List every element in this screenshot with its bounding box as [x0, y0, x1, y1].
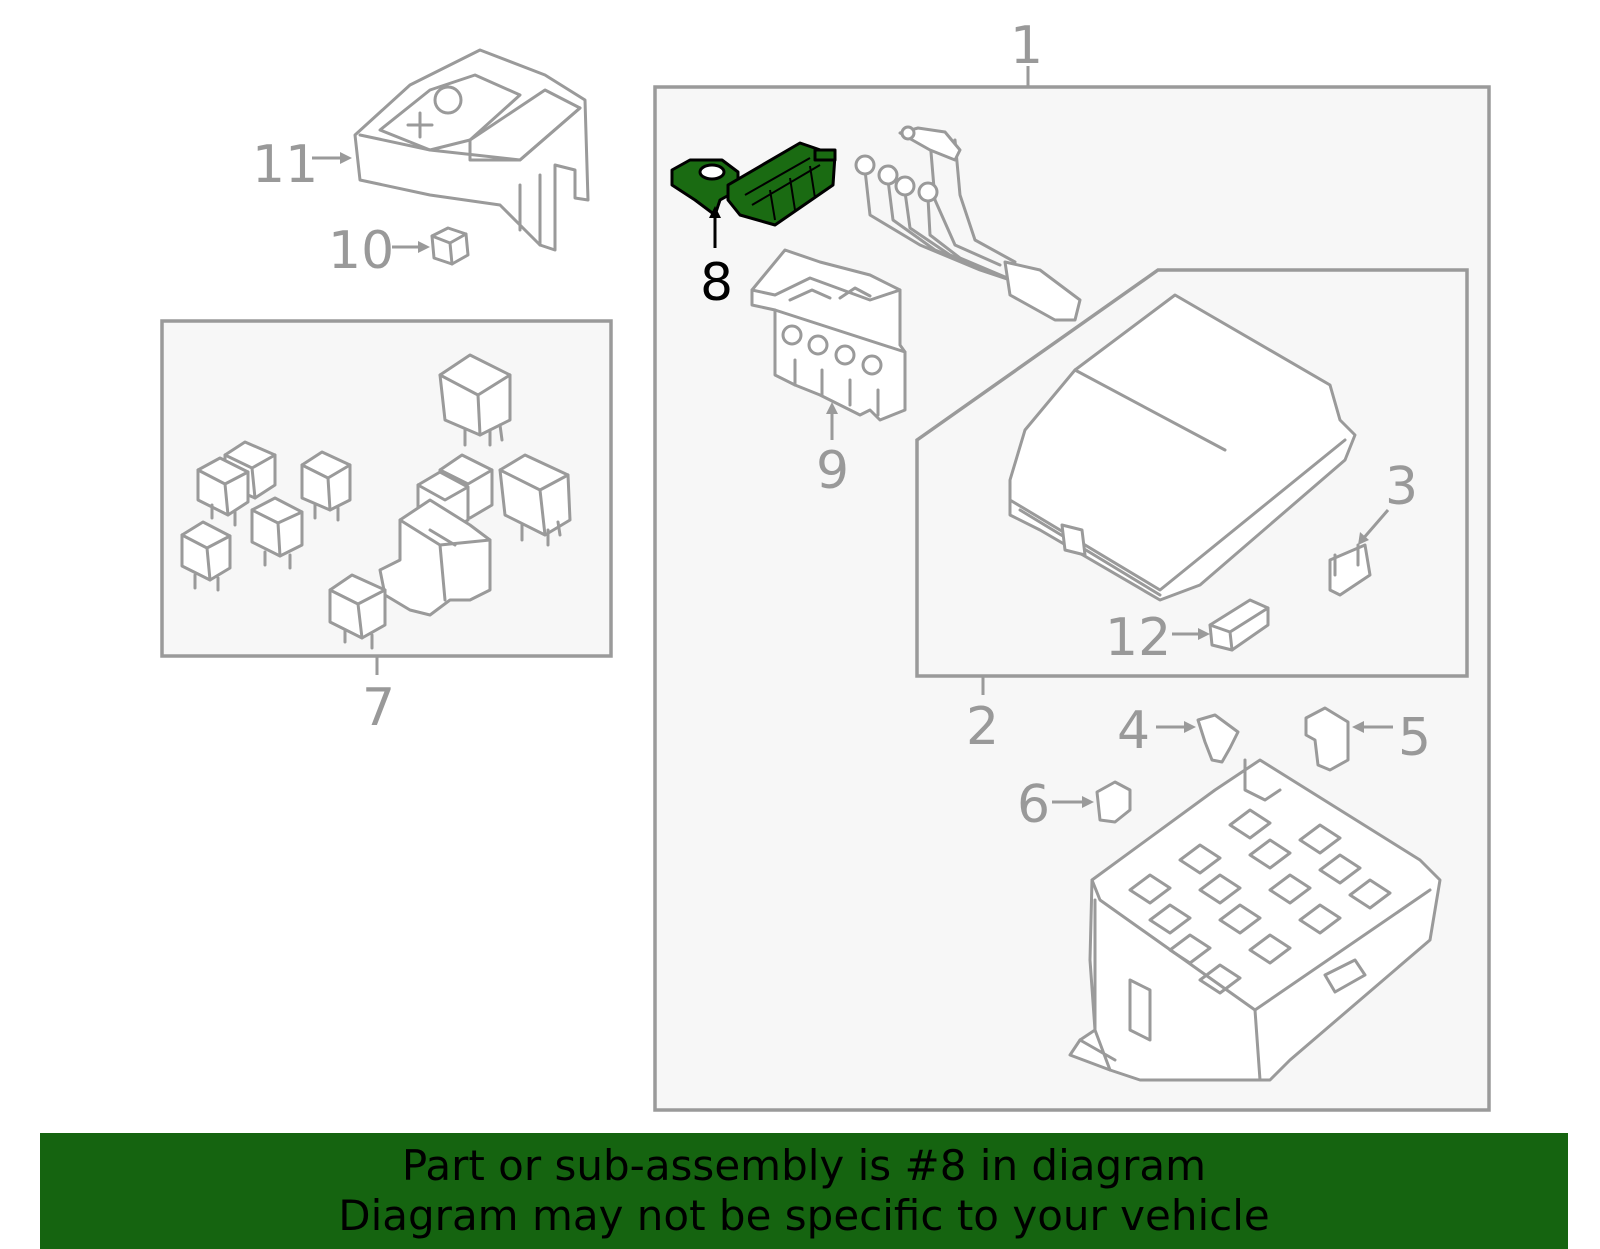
callout-8: 8	[700, 253, 733, 313]
callout-12: 12	[1105, 608, 1171, 668]
callout-5: 5	[1398, 708, 1431, 768]
part-10-nut	[430, 226, 470, 266]
fuse-box-body	[1068, 758, 1442, 1082]
callout-11: 11	[252, 135, 318, 195]
arrow-3	[1358, 532, 1369, 545]
arrow-4	[1184, 721, 1196, 733]
callout-10: 10	[328, 221, 394, 281]
leader-3	[1360, 509, 1390, 541]
relay-group	[180, 353, 572, 650]
info-banner: Part or sub-assembly is #8 in diagram Di…	[40, 1133, 1568, 1249]
part-9-junction-block	[750, 248, 907, 422]
part-5-clip	[1304, 706, 1350, 772]
callout-7: 7	[362, 678, 395, 738]
arrow-10	[418, 241, 430, 253]
arrow-9	[826, 402, 838, 414]
callout-4: 4	[1117, 701, 1150, 761]
callout-3: 3	[1385, 457, 1418, 517]
arrow-11	[340, 152, 352, 164]
part-6-clip	[1095, 780, 1132, 824]
callout-9: 9	[816, 441, 849, 501]
callout-6: 6	[1017, 775, 1050, 835]
banner-line-1: Part or sub-assembly is #8 in diagram	[401, 1141, 1207, 1190]
banner-line-2: Diagram may not be specific to your vehi…	[338, 1191, 1270, 1240]
arrow-8	[709, 206, 721, 218]
part-2-fuse-box-cover	[1008, 293, 1357, 602]
arrow-6	[1082, 796, 1094, 808]
cable-harness	[854, 125, 1082, 322]
part-4-clip	[1196, 713, 1240, 764]
part-8-bracket	[670, 141, 837, 227]
part-3-fuse	[1328, 543, 1372, 597]
part-11-terminal-cover	[353, 48, 590, 252]
callout-2: 2	[966, 697, 999, 757]
arrow-12	[1198, 628, 1210, 640]
callout-1: 1	[1010, 16, 1043, 76]
arrow-5	[1352, 721, 1364, 733]
part-12-fuse-puller	[1208, 598, 1270, 652]
